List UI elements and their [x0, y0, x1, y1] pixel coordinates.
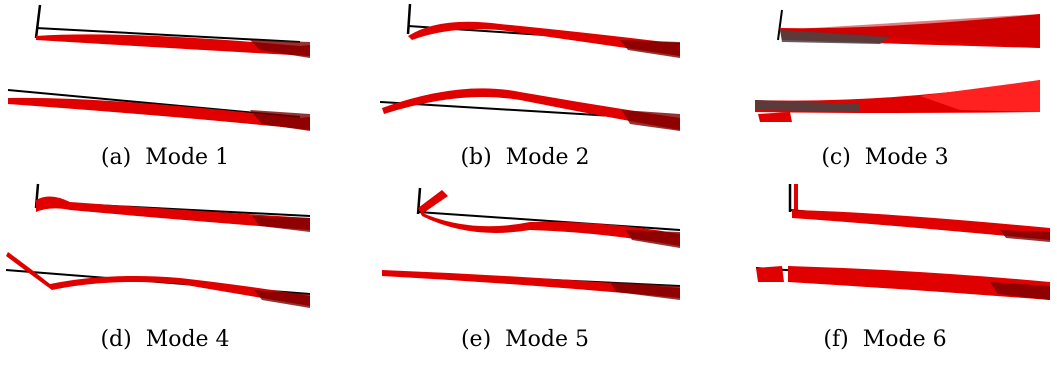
panel-caption: (d) Mode 4 [0, 322, 330, 358]
caption-label: Mode 3 [864, 145, 949, 170]
caption-tag: (c) [821, 145, 858, 170]
bottom-view [755, 80, 1040, 122]
figure-panel-a: (a) Mode 1 [0, 0, 330, 182]
panel-caption: (f) Mode 6 [720, 322, 1050, 358]
caption-label: Mode 2 [505, 145, 590, 170]
figure-panel-c: (c) Mode 3 [720, 0, 1050, 182]
caption-label: Mode 1 [145, 145, 230, 170]
figure-panel-d: (d) Mode 4 [0, 182, 330, 364]
figure-panel-f: (f) Mode 6 [720, 182, 1051, 364]
caption-tag: (b) [460, 145, 499, 170]
mode-shape-plot [5, 183, 311, 308]
panel-caption: (b) Mode 2 [360, 140, 690, 176]
bottom-view [5, 252, 311, 308]
caption-label: Mode 6 [862, 327, 947, 352]
caption-label: Mode 5 [505, 327, 590, 352]
panel-caption: (a) Mode 1 [0, 140, 330, 176]
mode-shape-plot [755, 184, 1051, 300]
top-view [416, 187, 681, 248]
mode-shape-plot [381, 187, 681, 300]
caption-tag: (a) [100, 145, 139, 170]
top-view [34, 4, 310, 58]
caption-tag: (e) [460, 327, 499, 352]
caption-tag: (f) [823, 327, 856, 352]
caption-tag: (d) [100, 327, 139, 352]
panel-caption: (e) Mode 5 [360, 322, 690, 358]
mode-shape-plot [755, 9, 1040, 122]
top-view [406, 3, 681, 58]
mode-shape-plot [7, 4, 310, 131]
top-view [34, 183, 311, 232]
bottom-view [381, 270, 681, 300]
figure-panel-e: (e) Mode 5 [360, 182, 690, 364]
bottom-view [379, 88, 681, 131]
caption-label: Mode 4 [145, 327, 230, 352]
figure-panel-b: (b) Mode 2 [360, 0, 690, 182]
mode-shape-plot [379, 3, 681, 131]
panel-caption: (c) Mode 3 [720, 140, 1050, 176]
bottom-view [7, 89, 310, 131]
top-view [788, 184, 1051, 242]
top-view [777, 9, 1040, 48]
bottom-view [755, 266, 1051, 300]
